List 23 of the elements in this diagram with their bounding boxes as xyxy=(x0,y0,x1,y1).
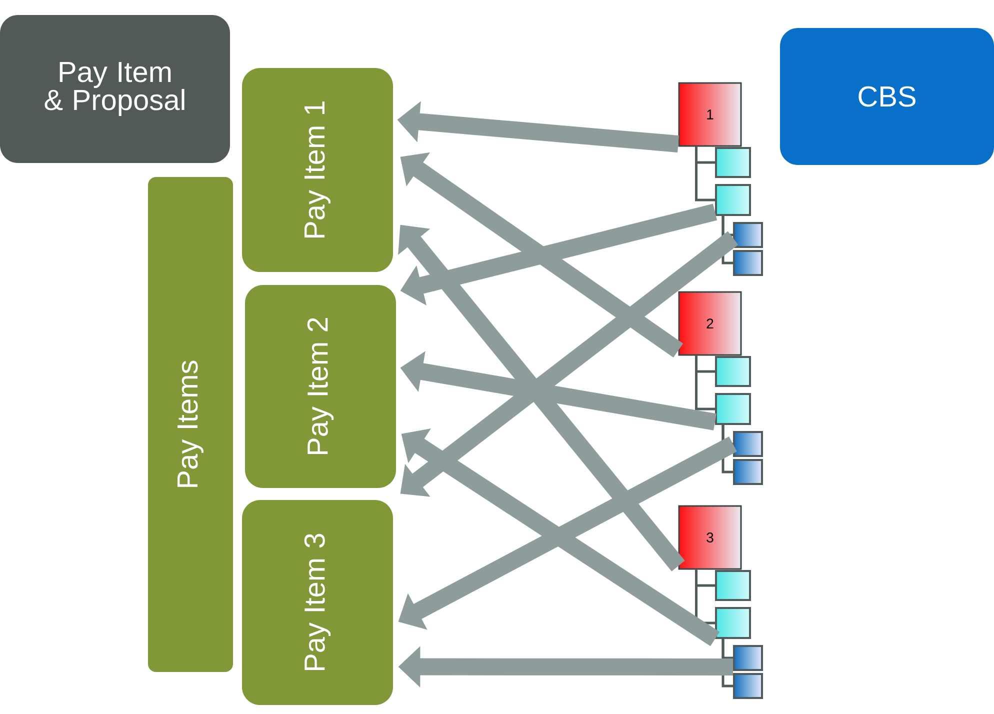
tree-child-box xyxy=(715,356,751,387)
tree-root-box: 3 xyxy=(678,505,742,570)
tree-child-box xyxy=(715,147,751,178)
tree-leaf-box xyxy=(733,645,763,671)
tree-leaf-box xyxy=(733,431,763,457)
tree-child-box xyxy=(715,393,751,425)
pay-item-proposal-box: Pay Item & Proposal xyxy=(0,15,230,163)
tree-leaf-box xyxy=(733,222,763,248)
tree-child-box xyxy=(715,607,751,639)
tree-root-box: 1 xyxy=(678,82,742,147)
tree-connector xyxy=(695,146,715,202)
pay-item-box: Pay Item 2 xyxy=(245,285,396,488)
cbs-box: CBS xyxy=(780,28,994,165)
tree-child-box xyxy=(715,184,751,216)
pay-item-box: Pay Item 1 xyxy=(242,68,393,272)
pay-item-box: Pay Item 3 xyxy=(242,500,393,705)
pay-items-band: Pay Items xyxy=(148,177,233,672)
tree-connector xyxy=(695,356,715,410)
tree-leaf-box xyxy=(733,459,763,485)
tree-leaf-box xyxy=(733,673,763,699)
tree-leaf-box xyxy=(733,250,763,276)
tree-child-box xyxy=(715,570,751,601)
tree-root-box: 2 xyxy=(678,291,742,356)
